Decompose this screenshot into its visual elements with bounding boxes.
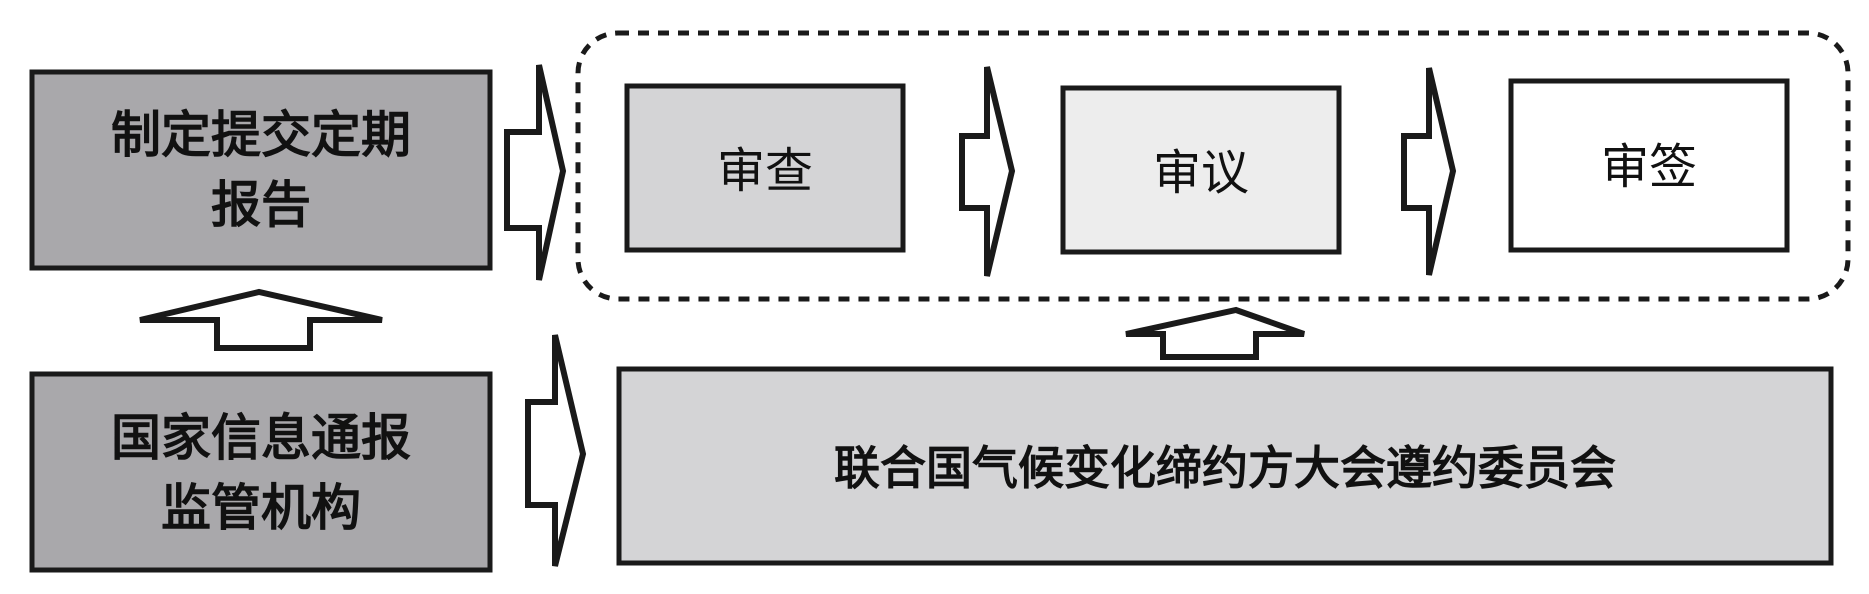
review-label: 审查 — [717, 143, 813, 199]
arrow-right-icon — [1401, 67, 1457, 276]
supervisor-label-line2: 监管机构 — [161, 479, 361, 537]
deliberate-box — [1060, 85, 1342, 255]
arrow-right-icon — [504, 64, 567, 281]
deliberate-label: 审议 — [1153, 145, 1249, 201]
arrow-right-icon — [959, 66, 1016, 277]
committee-label: 联合国气候变化缔约方大会遵约委员会 — [834, 441, 1616, 495]
arrow-up-icon — [139, 288, 383, 351]
review-box — [624, 83, 906, 253]
arrow-right-icon — [525, 334, 587, 567]
arrow-up-icon — [1125, 306, 1305, 360]
sign-box — [1508, 78, 1790, 253]
committee-box — [616, 366, 1834, 566]
supervisor-label-line1: 国家信息通报 — [111, 409, 411, 467]
supervisor-box — [29, 371, 493, 573]
report-rule-box — [29, 69, 493, 271]
report-rule-label-line2: 报告 — [211, 176, 311, 234]
review-process-group — [575, 30, 1851, 302]
sign-label: 审签 — [1601, 139, 1697, 195]
report-rule-label-line1: 制定提交定期 — [111, 106, 411, 164]
